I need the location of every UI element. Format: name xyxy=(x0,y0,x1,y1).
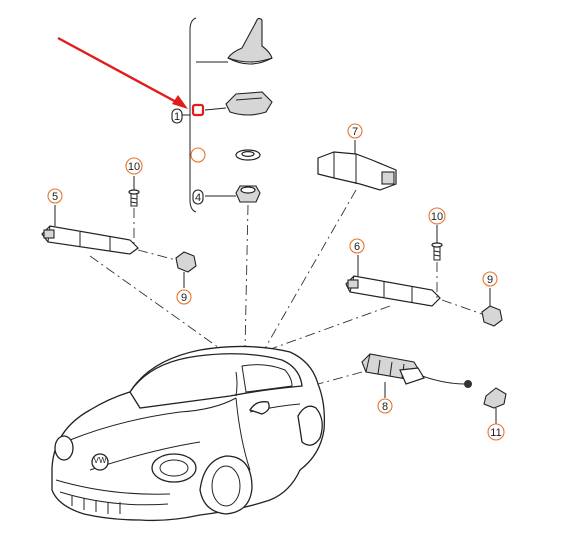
callout-label: 8 xyxy=(382,401,388,413)
antenna-nut xyxy=(205,185,261,203)
callout-c6: 6 xyxy=(349,238,365,254)
leader-6 xyxy=(267,305,391,351)
antenna-bracket xyxy=(182,17,197,213)
antenna-base xyxy=(204,91,273,116)
callout-ring xyxy=(487,423,505,441)
leader-antenna xyxy=(244,204,249,351)
callout-ring xyxy=(192,189,204,205)
seal-ring xyxy=(235,149,261,161)
leader-7 xyxy=(263,189,357,351)
receiver-module-8 xyxy=(361,353,472,398)
callout-ring xyxy=(47,188,63,204)
callout-c10a: 10 xyxy=(125,157,143,175)
vw-beetle-outline xyxy=(51,345,326,522)
callout-c9a: 9 xyxy=(176,289,192,305)
leader-clip-left xyxy=(137,249,177,261)
callout-ring xyxy=(190,147,206,163)
callout-c11: 11 xyxy=(487,423,505,441)
callout-c5: 5 xyxy=(47,188,63,204)
leader-5 xyxy=(89,255,223,351)
callout-label: 1 xyxy=(174,111,180,123)
clip-9-left xyxy=(175,251,197,288)
callout-label: 9 xyxy=(181,292,187,304)
callout-ring xyxy=(171,108,183,124)
callout-ring xyxy=(482,271,498,287)
ground-clip-11 xyxy=(483,387,507,424)
callout-label: 9 xyxy=(487,274,493,286)
callout-label: 4 xyxy=(195,192,201,204)
vw-badge-text: VW xyxy=(93,456,107,465)
callout-ring xyxy=(428,207,446,225)
callout-c3 xyxy=(190,147,206,163)
screw-10-right xyxy=(431,225,443,261)
screw-10-left xyxy=(128,176,140,207)
callout-label: 7 xyxy=(352,126,358,138)
callout-ring xyxy=(349,238,365,254)
callout-c9b: 9 xyxy=(482,271,498,287)
callout-label: 10 xyxy=(431,211,443,223)
callout-ring xyxy=(125,157,143,175)
callout-ring xyxy=(176,289,192,305)
callout-c8: 8 xyxy=(377,398,393,414)
callout-c1: 1 xyxy=(171,108,183,124)
callout-ring xyxy=(347,123,363,139)
amplifier-module-6 xyxy=(345,255,441,307)
clip-9-right xyxy=(481,288,503,327)
highlight-marker xyxy=(191,103,205,117)
vw-badge-icon xyxy=(91,453,109,471)
pointer-arrow xyxy=(57,36,188,109)
callout-label: 10 xyxy=(128,161,140,173)
leader-8 xyxy=(317,371,363,385)
callout-ring xyxy=(377,398,393,414)
callout-label: 5 xyxy=(52,191,58,203)
callout-layer: 1 4 5 6 7 8 9 9 10 10 11 xyxy=(47,108,505,441)
amplifier-module-5 xyxy=(41,205,139,255)
amplifier-module-7 xyxy=(317,140,397,191)
leader-clip-right xyxy=(441,299,483,315)
callout-c7: 7 xyxy=(347,123,363,139)
antenna-fin xyxy=(196,17,273,65)
callout-c4: 4 xyxy=(192,189,204,205)
callout-c10b: 10 xyxy=(428,207,446,225)
callout-label: 6 xyxy=(354,241,360,253)
callout-label: 11 xyxy=(490,427,501,439)
